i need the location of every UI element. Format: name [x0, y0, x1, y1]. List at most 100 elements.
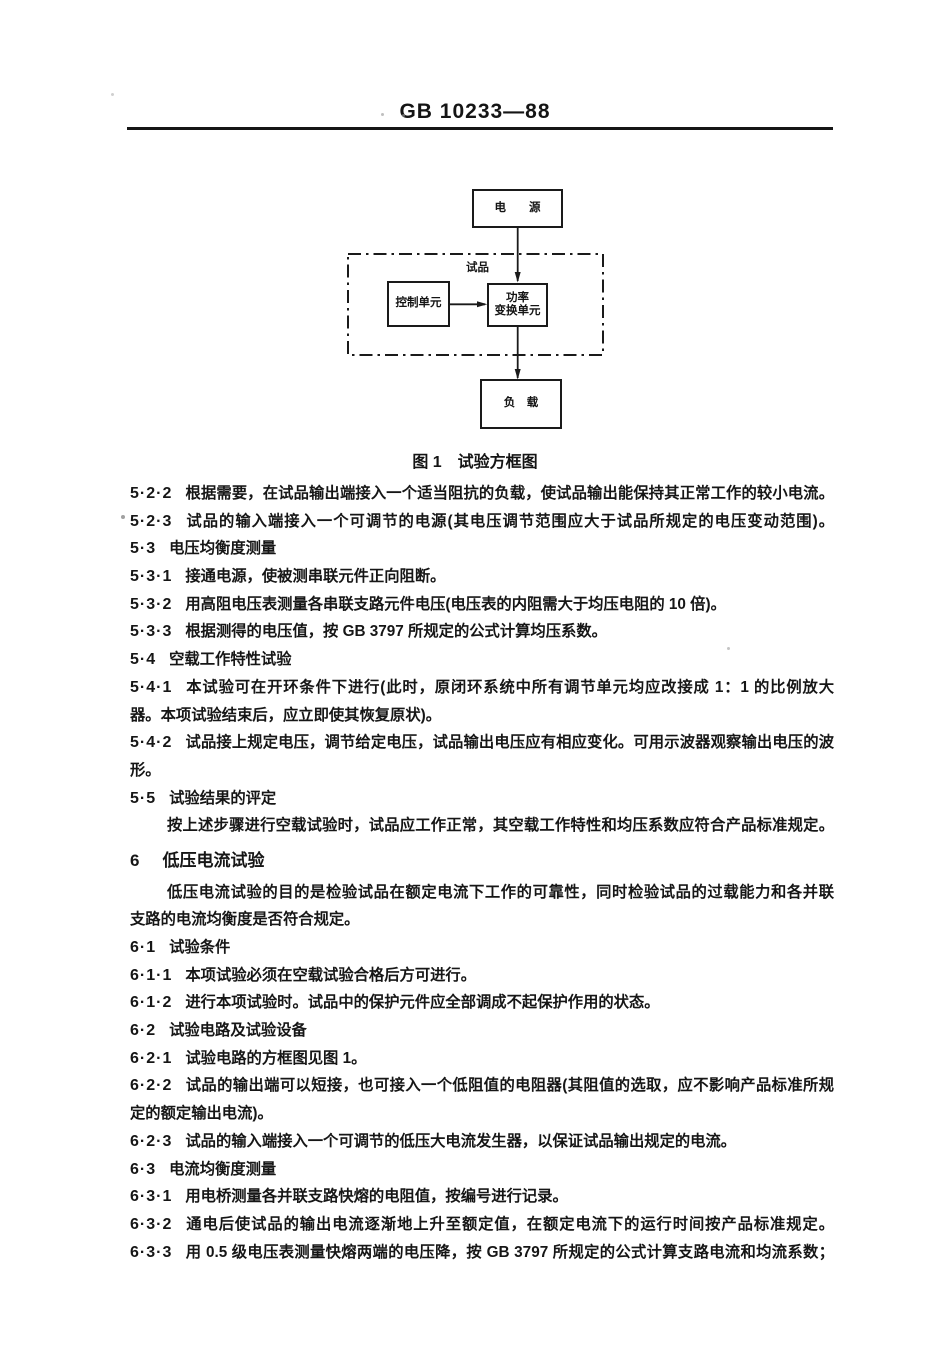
clause-paragraph: 6·1·2 进行本项试验时。试品中的保护元件应全部调成不起保护作用的状态。	[130, 989, 834, 1017]
clause-paragraph: 6·3·1 用电桥测量各并联支路快熔的电阻值，按编号进行记录。	[130, 1183, 834, 1211]
figure-box-control-label: 控制单元	[395, 297, 442, 310]
clause-number: 6·2·2	[130, 1077, 173, 1095]
clause-number: 5·3	[130, 540, 157, 558]
clause-number: 6·1	[130, 939, 157, 956]
clause-number: 6·3	[130, 1160, 157, 1178]
clause-line: 5·4 空载工作特性试验	[130, 646, 834, 674]
clause-text: 用电桥测量各并联支路快熔的电阻值，按编号进行记录。	[185, 1188, 568, 1206]
clause-line: 器。本项试验结束后，应立即使其恢复原状)。	[130, 702, 834, 730]
clause-text: 低压电流试验的目的是检验试品在额定电流下工作的可靠性，同时检验试品的过载能力和各…	[167, 883, 834, 901]
clause-text: 试验结果的评定	[169, 789, 277, 807]
scan-speck	[727, 647, 730, 650]
clause-number: 6·2·1	[130, 1049, 173, 1067]
clause-text: 按上述步骤进行空载试验时，试品应工作正常，其空载工作特性和均压系数应符合产品标准…	[167, 817, 834, 835]
figure-box-converter-label-1: 功率	[506, 291, 529, 304]
clause-text: 电压均衡度测量	[169, 540, 277, 558]
clause-text: 本项试验必须在空载试验合格后方可进行。	[185, 966, 477, 984]
figure-caption: 图 1 试验方框图	[412, 454, 538, 471]
standard-code: GB 10233—88	[399, 100, 551, 123]
clause-number: 6·3·1	[130, 1188, 173, 1206]
figure-box-load: 负 载	[480, 379, 562, 429]
clause-line: 6·3·1 用电桥测量各并联支路快熔的电阻值，按编号进行记录。	[130, 1183, 834, 1211]
figure-specimen-label: 试品	[466, 262, 489, 274]
clause-number: 5·4·1	[130, 678, 173, 696]
clause-text: 通电后使试品的输出电流逐渐地上升至额定值，在额定电流下的运行时间按产品标准规定。	[185, 1215, 834, 1233]
clause-number: 6·1·1	[130, 966, 173, 984]
figure-box-power-label: 电 源	[494, 201, 541, 214]
clause-text: 空载工作特性试验	[169, 651, 292, 669]
figure-box-load-label: 负 载	[503, 397, 539, 410]
arrowhead-down-1	[514, 272, 521, 283]
figure-box-converter-label-2: 变换单元	[494, 305, 541, 317]
clause-line: 5·4·2 试品接上规定电压，调节给定电压，试品输出电压应有相应变化。可用示波器观…	[130, 729, 834, 757]
clause-number: 6·2·3	[130, 1132, 173, 1150]
clause-line: 6·2·1 试验电路的方框图见图 1。	[130, 1045, 834, 1073]
clause-text: 试验电路的方框图见图 1。	[185, 1049, 367, 1067]
clause-line: 5·3 电压均衡度测量	[130, 535, 834, 563]
clause-line: 低压电流试验的目的是检验试品在额定电流下工作的可靠性，同时检验试品的过载能力和各…	[130, 879, 834, 907]
clause-text: 试品的输入端接入一个可调节的低压大电流发生器，以保证试品输出规定的电流。	[185, 1132, 737, 1150]
clause-paragraph: 6·3 电流均衡度测量	[130, 1156, 834, 1184]
specimen-dashed-boundary	[347, 253, 604, 356]
clause-line: 6·3 电流均衡度测量	[130, 1156, 834, 1184]
scan-speck	[402, 114, 405, 117]
clause-text: 进行本项试验时。试品中的保护元件应全部调成不起保护作用的状态。	[185, 994, 660, 1012]
figure-box-power-converter: 功率 变换单元	[487, 283, 548, 327]
clause-number: 6·3·3	[130, 1243, 173, 1261]
clause-text: 试验条件	[169, 939, 231, 956]
clause-number: 6·1·2	[130, 994, 173, 1012]
clause-paragraph: 5·3 电压均衡度测量	[130, 535, 834, 563]
clause-line: 6·1·2 进行本项试验时。试品中的保护元件应全部调成不起保护作用的状态。	[130, 989, 834, 1017]
clause-text: 用高阻电压表测量各串联支路元件电压(电压表的内阻需大于均压电阻的 10 倍)。	[185, 595, 726, 613]
clause-text: 器。本项试验结束后，应立即使其恢复原状)。	[130, 706, 442, 724]
clause-text: 试品接上规定电压，调节给定电压，试品输出电压应有相应变化。可用示波器观察输出电压…	[185, 734, 834, 752]
clause-number: 5·3·3	[130, 623, 173, 641]
clause-text: 低压电流试验	[162, 850, 265, 870]
clause-paragraph: 6·1 试验条件	[130, 934, 834, 962]
clause-text: 试品的输入端接入一个可调节的电源(其电压调节范围应大于试品所规定的电压变动范围)…	[185, 512, 834, 530]
clause-text: 本试验可在开环条件下进行(此时，原闭环系统中所有调节单元均应改接成 1：1 的比…	[185, 678, 834, 696]
clause-paragraph: 6·1·1 本项试验必须在空载试验合格后方可进行。	[130, 962, 834, 990]
clause-line: 6·2·3 试品的输入端接入一个可调节的低压大电流发生器，以保证试品输出规定的电流…	[130, 1128, 834, 1156]
scan-speck	[381, 113, 384, 116]
clause-number: 5·2·2	[130, 485, 173, 502]
clause-line: 形。	[130, 757, 834, 785]
clause-text: 接通电源，使被测串联元件正向阻断。	[185, 568, 446, 586]
clause-text: 定的额定输出电流)。	[130, 1105, 273, 1123]
clause-line: 6·1·1 本项试验必须在空载试验合格后方可进行。	[130, 962, 834, 990]
clause-paragraph: 按上述步骤进行空载试验时，试品应工作正常，其空载工作特性和均压系数应符合产品标准…	[130, 812, 834, 840]
clause-paragraph: 5·4 空载工作特性试验	[130, 646, 834, 674]
clause-number: 5·4·2	[130, 734, 173, 752]
arrowhead-down-2	[514, 369, 521, 380]
header-rule	[127, 127, 833, 130]
clause-text: 电流均衡度测量	[169, 1160, 277, 1178]
clause-paragraph: 5·4·2 试品接上规定电压，调节给定电压，试品输出电压应有相应变化。可用示波器观…	[130, 729, 834, 784]
scan-speck	[111, 93, 114, 96]
figure-box-control-unit: 控制单元	[387, 281, 450, 327]
figure-box-power: 电 源	[472, 189, 563, 228]
arrowhead-right	[477, 301, 488, 308]
clause-paragraph: 6·2·1 试验电路的方框图见图 1。	[130, 1045, 834, 1073]
clause-text: 支路的电流均衡度是否符合规定。	[130, 911, 360, 929]
clause-number: 5·4	[130, 651, 157, 669]
clause-paragraph: 5·4·1 本试验可在开环条件下进行(此时，原闭环系统中所有调节单元均应改接成 1…	[130, 674, 834, 729]
